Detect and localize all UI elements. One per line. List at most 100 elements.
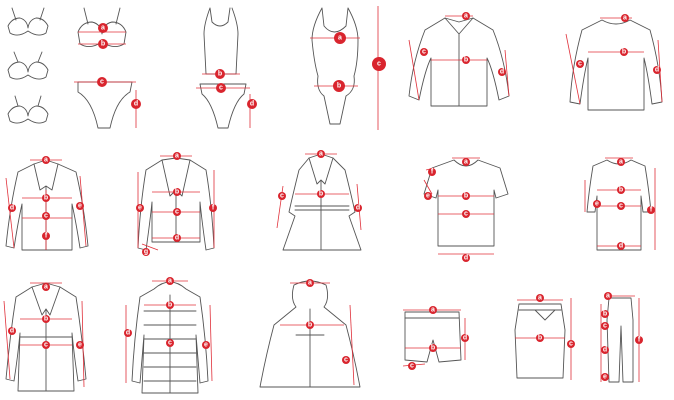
badge-letter: b [168,302,172,309]
badge-dot [653,66,661,74]
badge-letter: c [578,61,582,68]
badge-dot [42,212,50,220]
badge-dot [8,327,16,335]
badge-letter: a [619,159,623,166]
measure-badge-a: a [317,150,325,158]
badge-letter: c [603,323,607,330]
badge-letter: a [44,284,48,291]
measure-badge-f: f [42,232,50,240]
measure-badge-f: f [428,168,436,176]
badge-dot [617,242,625,250]
measure-badge-e: e [601,373,609,381]
badge-dot [317,190,325,198]
measure-badge-b: b [317,190,325,198]
badge-letter: c [410,363,414,370]
measure-badge-a: a [334,32,346,44]
measure-badge-b: b [306,321,314,329]
badge-letter: c [422,49,426,56]
bra-styles-figure [7,7,49,124]
badge-dot [166,339,174,347]
badge-dot [76,341,84,349]
measure-badge-d: d [247,99,257,109]
measure-badge-c: c [97,77,107,87]
badge-letter: a [606,293,610,300]
badge-letter: c [344,357,348,364]
badge-letter: e [204,342,208,349]
badge-letter: b [431,345,435,352]
badge-letter: f [650,207,653,214]
measure-badge-c: c [342,356,350,364]
measure-badge-b: b [215,69,225,79]
badge-letter: a [44,157,48,164]
badge-dot [408,362,416,370]
badge-letter: c [464,211,468,218]
badge-letter: c [44,342,48,349]
badge-dot [333,80,345,92]
badge-letter: b [44,316,48,323]
badge-dot [173,188,181,196]
measure-badge-a: a [536,294,544,302]
measure-badge-e: e [593,200,601,208]
measure-badge-c: c [617,202,625,210]
badge-dot [342,356,350,364]
badge-letter: a [538,295,542,302]
measure-badge-d: d [8,327,16,335]
measure-badge-b: b [333,80,345,92]
badge-letter: d [619,243,623,250]
badge-dot [424,192,432,200]
badge-letter: a [623,15,627,22]
badge-letter: b [337,83,341,90]
badge-letter: c [619,203,623,210]
badge-dot [462,254,470,262]
measure-badge-c: c [372,57,386,71]
badge-dot [278,192,286,200]
badge-dot [42,315,50,323]
badge-dot [420,48,428,56]
measure-badge-b: b [429,344,437,352]
badge-letter: a [431,307,435,314]
badge-dot [98,39,108,49]
measure-badge-a: a [621,14,629,22]
badge-dot [247,99,257,109]
badge-letter: c [44,213,48,220]
measure-badge-c: c [601,322,609,330]
measure-badge-f: f [635,336,643,344]
badge-dot [209,204,217,212]
badge-dot [136,204,144,212]
measure-badge-a: a [42,283,50,291]
measure-badge-f: f [209,204,217,212]
measure-badge-a: a [462,12,470,20]
badge-letter: b [464,57,468,64]
long-coat-figure [3,282,87,392]
badge-letter: b [622,49,626,56]
badge-letter: d [463,335,467,342]
badge-dot [42,232,50,240]
measure-badge-b: b [462,56,470,64]
badge-letter: b [101,41,105,48]
badge-letter: c [175,209,179,216]
badge-letter: d [500,69,504,76]
badge-dot [576,60,584,68]
measure-badge-a: a [42,156,50,164]
measure-badge-b: b [42,194,50,202]
badge-letter: f [431,169,434,176]
measure-badge-c: c [173,208,181,216]
badge-dot [42,194,50,202]
badge-letter: d [134,101,138,108]
badge-letter: f [212,205,215,212]
badge-dot [536,294,544,302]
badge-dot [604,292,612,300]
badge-letter: c [569,341,573,348]
measure-badge-b: b [166,301,174,309]
badge-letter: d [603,347,607,354]
measure-badge-b: b [42,315,50,323]
measure-badge-c: c [408,362,416,370]
measure-badge-b: b [173,188,181,196]
badge-dot [462,210,470,218]
badge-letter: a [464,159,468,166]
badge-letter: a [175,153,179,160]
measure-badge-d: d [462,254,470,262]
badge-dot [166,301,174,309]
badge-dot [8,204,16,212]
badge-letter: d [10,205,14,212]
